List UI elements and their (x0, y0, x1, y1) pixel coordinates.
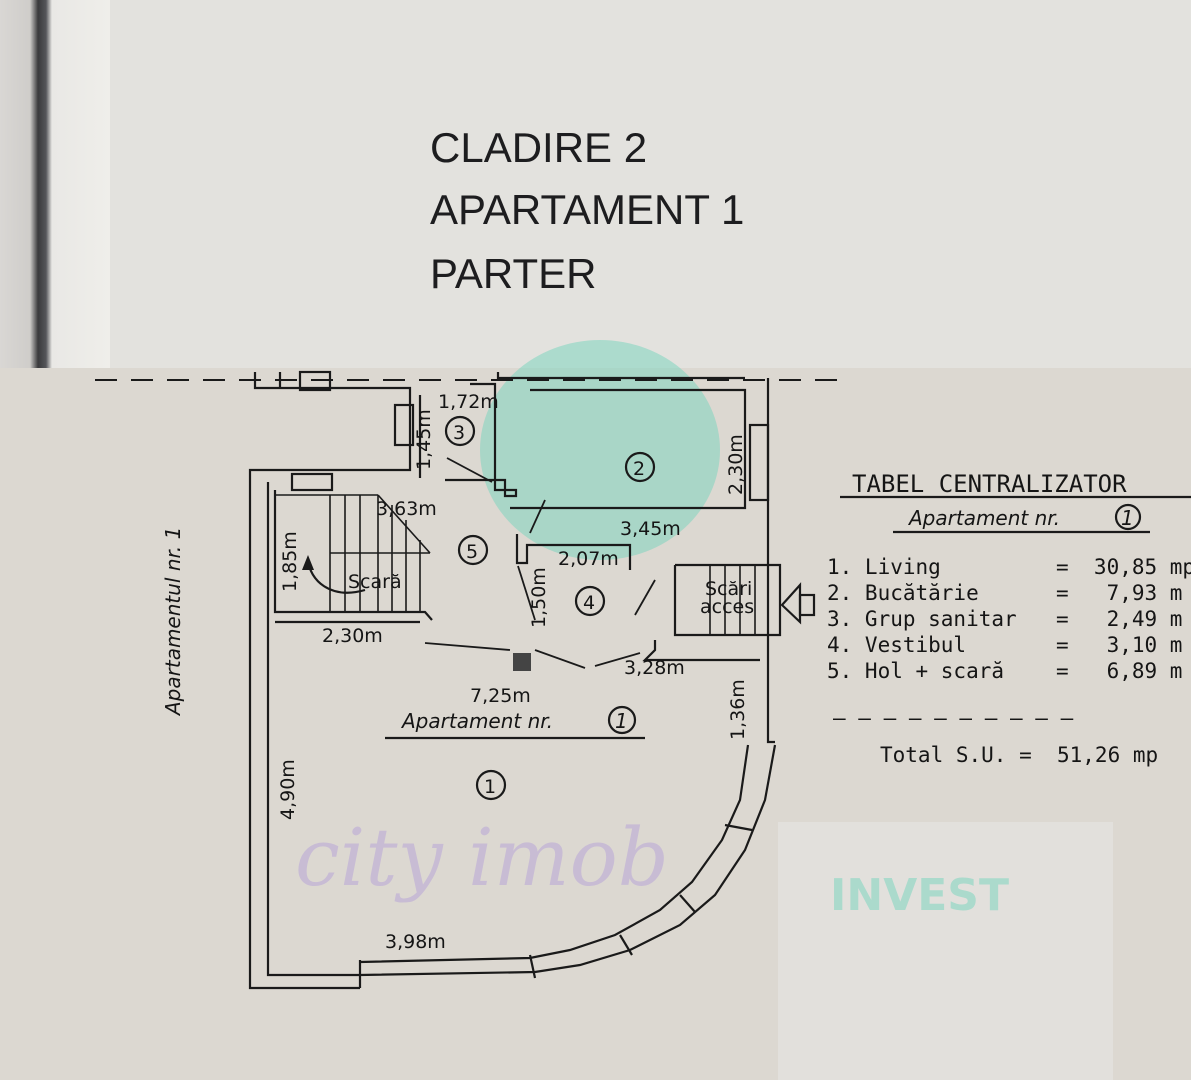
dimension-label: 3,45m (620, 518, 681, 540)
row-value: = 6,89 m (1056, 659, 1182, 683)
walls (248, 370, 816, 990)
access-stairs-label: Scări (705, 578, 752, 600)
row-label: 1. Living (827, 555, 941, 579)
room-number: 4 (583, 592, 595, 614)
row-label: 5. Hol + scară (827, 659, 1004, 683)
entry-arrow-icon (780, 582, 816, 625)
table-subtitle-number: 1 (1121, 506, 1134, 530)
dimension-label: 4,90m (277, 759, 299, 820)
dimension-label: 1,36m (727, 679, 749, 740)
dimension-label: 3,63m (376, 498, 437, 520)
apartment-number: 1 (615, 709, 628, 733)
table-subtitle: Apartament nr. (907, 506, 1060, 530)
table-row: 5. Hol + scară = 6,89 m (827, 659, 1182, 683)
dimensions: 1,72m 1,45m 2,30m 3,63m 3,45m 1,85m 2,07… (277, 391, 749, 953)
floor-title: PARTER (430, 250, 597, 297)
watermark-logo: city imob INVEST (295, 340, 1009, 921)
summary-table: TABEL CENTRALIZATOR Apartament nr. 1 1. … (827, 470, 1191, 767)
apartment-label: Apartament nr. (400, 709, 553, 733)
window (748, 423, 770, 502)
building-title: CLADIRE 2 (430, 124, 648, 171)
table-title: TABEL CENTRALIZATOR (852, 470, 1127, 498)
title-sheet (110, 0, 1191, 368)
window (290, 472, 334, 492)
table-row: 2. Bucătărie = 7,93 m (827, 581, 1182, 605)
row-value: = 3,10 m (1056, 633, 1182, 657)
window (393, 403, 415, 447)
stairs (275, 494, 769, 635)
window (298, 370, 332, 392)
room-number: 3 (453, 422, 465, 444)
row-label: 2. Bucătărie (827, 581, 979, 605)
row-value: = 2,49 m (1056, 607, 1182, 631)
table-row: 3. Grup sanitar = 2,49 m (827, 607, 1182, 631)
table-separator: — — — — — — — — — — (833, 706, 1074, 730)
paper-patch (778, 822, 1113, 1080)
table-row: 1. Living = 30,85 mp (827, 555, 1191, 579)
dimension-label: 1,72m (438, 391, 499, 413)
apartment-title: APARTAMENT 1 (430, 186, 745, 233)
room-number: 1 (484, 776, 496, 798)
watermark-shape (480, 340, 720, 560)
access-stairs-label-2: acces (700, 596, 754, 618)
table-total: Total S.U. = 51,26 mp (880, 743, 1158, 767)
dimension-label: 2,07m (558, 548, 619, 570)
column (513, 653, 531, 671)
dimension-label: 1,85m (279, 531, 301, 592)
dimension-label: 2,30m (322, 625, 383, 647)
dimension-label: 2,30m (725, 434, 747, 495)
stair-direction-arrow-icon (302, 555, 366, 594)
room-numbers: 1 2 3 4 5 (444, 415, 656, 801)
stair-label: Scară (348, 571, 402, 593)
row-label: 3. Grup sanitar (827, 607, 1017, 631)
room-number: 2 (633, 458, 645, 480)
room-number: 5 (466, 541, 478, 563)
watermark-text: city imob (295, 811, 669, 904)
table-row: 4. Vestibul = 3,10 m (827, 633, 1182, 657)
dimension-label: 3,98m (385, 931, 446, 953)
neighbor-apartment-label: Apartamentul nr. 1 (161, 527, 185, 717)
watermark-text-invest: INVEST (830, 870, 1009, 921)
row-value: = 30,85 mp (1056, 555, 1191, 579)
row-label: 4. Vestibul (827, 633, 966, 657)
row-value: = 7,93 m (1056, 581, 1182, 605)
doors (424, 457, 656, 669)
dimension-label: 3,28m (624, 657, 685, 679)
dimension-label: 7,25m (470, 685, 531, 707)
dimension-label: 1,50m (528, 567, 550, 628)
dimension-label: 1,45m (413, 409, 435, 470)
